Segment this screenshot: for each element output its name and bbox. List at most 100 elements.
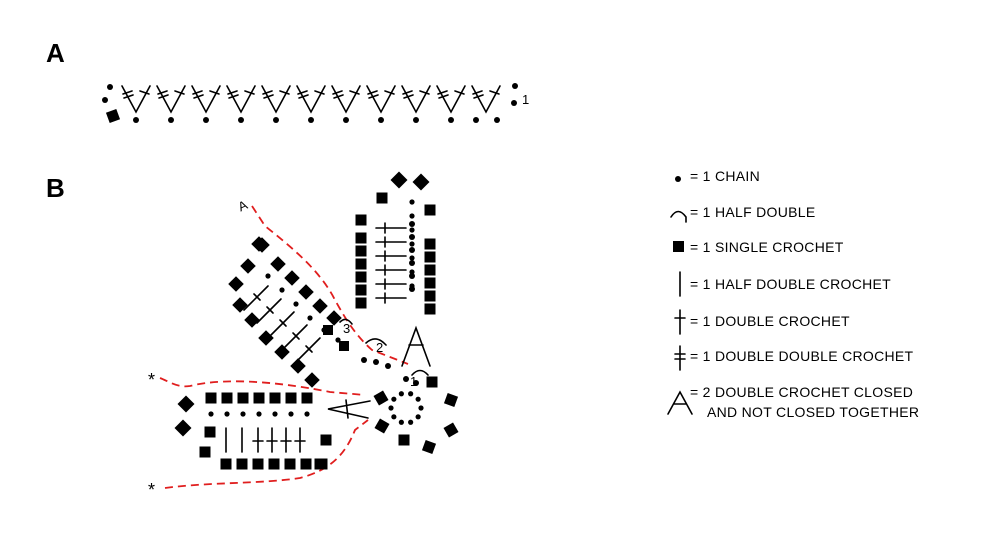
double-crochet-cross-icon: [384, 90, 395, 95]
double-crochet-cross-icon: [489, 90, 500, 95]
double-double-crochet-cross-icon: [332, 90, 344, 99]
single-crochet-square-icon: [253, 392, 265, 404]
single-crochet-square-icon: [204, 426, 216, 438]
double-double-crochet-cross-icon: [262, 90, 274, 99]
chain-dot-icon: [168, 117, 174, 123]
single-crochet-square-icon: [105, 108, 121, 124]
single-crochet-square-icon: [232, 297, 248, 313]
single-crochet-square-icon: [355, 271, 367, 283]
single-crochet-square-icon: [220, 458, 232, 470]
cluster-stitch-icon: [327, 399, 371, 419]
section-label-a: A: [46, 38, 65, 68]
single-crochet-square-icon: [355, 214, 367, 226]
chain-dot-icon: [203, 117, 209, 123]
double-crochet-cross-icon: [209, 90, 220, 95]
chain-dot-icon: [409, 247, 415, 253]
chain-dot-icon: [409, 234, 415, 240]
section-label-b: B: [46, 173, 65, 203]
cluster-closed-together-icon: [667, 390, 693, 415]
double-crochet-cross-icon: [375, 292, 407, 304]
half-double-arc-icon: [411, 369, 429, 376]
row-a-chart: [102, 83, 518, 124]
chain-dot-icon: [409, 241, 415, 247]
double-crochet-fan-icon: [191, 85, 221, 114]
single-crochet-square-icon: [390, 171, 408, 189]
double-crochet-cross-icon: [252, 427, 264, 453]
double-crochet-fan-icon: [121, 85, 151, 114]
chain-dot-icon: [409, 283, 415, 289]
single-crochet-square-icon: [339, 341, 349, 351]
chain-dot-icon: [256, 411, 262, 417]
single-crochet-square-icon: [398, 434, 410, 446]
join-marker-star-upper: *: [148, 370, 155, 390]
double-double-crochet-cross-icon: [297, 90, 309, 99]
legend-text-double-double-crochet: = 1 DOUBLE DOUBLE CROCHET: [690, 348, 914, 364]
chain-dot-icon: [409, 199, 415, 205]
double-crochet-cross-icon: [269, 311, 295, 337]
double-crochet-cross-icon: [280, 427, 292, 453]
chain-dot-icon: [398, 419, 404, 425]
chain-dot-icon: [272, 411, 278, 417]
double-crochet-fan-icon: [471, 85, 501, 114]
chain-dot-icon: [409, 221, 415, 227]
single-crochet-square-icon: [258, 330, 274, 346]
double-crochet-cross-icon: [266, 427, 278, 453]
single-crochet-square-icon: [374, 418, 390, 434]
legend-text-cluster-line2: AND NOT CLOSED TOGETHER: [707, 404, 919, 420]
single-crochet-square-icon: [177, 395, 195, 413]
chain-dot-icon: [373, 359, 379, 365]
double-crochet-cross-icon: [279, 90, 290, 95]
double-crochet-cross-icon: [295, 337, 321, 363]
chain-dot-icon: [335, 337, 341, 343]
double-crochet-cross-icon: [375, 278, 407, 290]
single-crochet-square-icon: [254, 237, 270, 253]
chain-dot-icon: [408, 419, 414, 425]
chain-dot-icon: [418, 405, 424, 411]
chain-dot-icon: [403, 376, 409, 382]
chain-dot-icon: [512, 83, 518, 89]
chain-dot-icon: [102, 97, 108, 103]
single-crochet-square-icon: [237, 392, 249, 404]
double-crochet-cross-icon: [314, 90, 325, 95]
chain-dot-icon: [415, 396, 421, 402]
double-double-crochet-cross-icon: [122, 90, 134, 99]
double-crochet-cross-icon: [139, 90, 150, 95]
legend-text-double-crochet: = 1 DOUBLE CROCHET: [690, 313, 850, 329]
chain-dot-icon: [240, 411, 246, 417]
chain-dot-icon: [409, 273, 415, 279]
chain-dot-icon: [304, 411, 310, 417]
chain-dot-icon: [273, 117, 279, 123]
single-crochet-square-icon: [268, 458, 280, 470]
join-path-lower: [164, 419, 369, 489]
single-crochet-square-icon: [424, 251, 436, 263]
single-crochet-square-icon: [424, 277, 436, 289]
double-crochet-fan-icon: [156, 85, 186, 114]
double-double-crochet-cross-icon: [157, 90, 169, 99]
single-crochet-square-icon: [323, 325, 333, 335]
single-crochet-square-icon: [355, 258, 367, 270]
chain-dot-icon: [343, 117, 349, 123]
join-path-upper: [159, 377, 366, 396]
double-crochet-cross-icon: [244, 90, 255, 95]
chain-dot-icon: [675, 176, 681, 182]
single-crochet-square-icon: [285, 392, 297, 404]
single-crochet-square-icon: [221, 392, 233, 404]
single-crochet-square-icon: [355, 297, 367, 309]
single-crochet-square-icon: [301, 392, 313, 404]
double-crochet-cross-icon: [375, 250, 407, 262]
single-crochet-square-icon: [244, 312, 260, 328]
single-crochet-square-icon: [270, 256, 286, 272]
chain-dot-icon: [238, 117, 244, 123]
chain-dot-icon: [391, 414, 397, 420]
single-crochet-square-icon: [300, 458, 312, 470]
cluster-stitch-icon: [401, 325, 431, 367]
legend-text-half-double: = 1 HALF DOUBLE: [690, 204, 816, 220]
single-crochet-square-icon: [412, 173, 430, 191]
chain-dot-icon: [208, 411, 214, 417]
single-crochet-square-icon: [199, 446, 211, 458]
chain-dot-icon: [409, 213, 415, 219]
double-crochet-fan-icon: [436, 85, 466, 114]
double-crochet-fan-icon: [366, 85, 396, 114]
single-crochet-square-icon: [252, 458, 264, 470]
